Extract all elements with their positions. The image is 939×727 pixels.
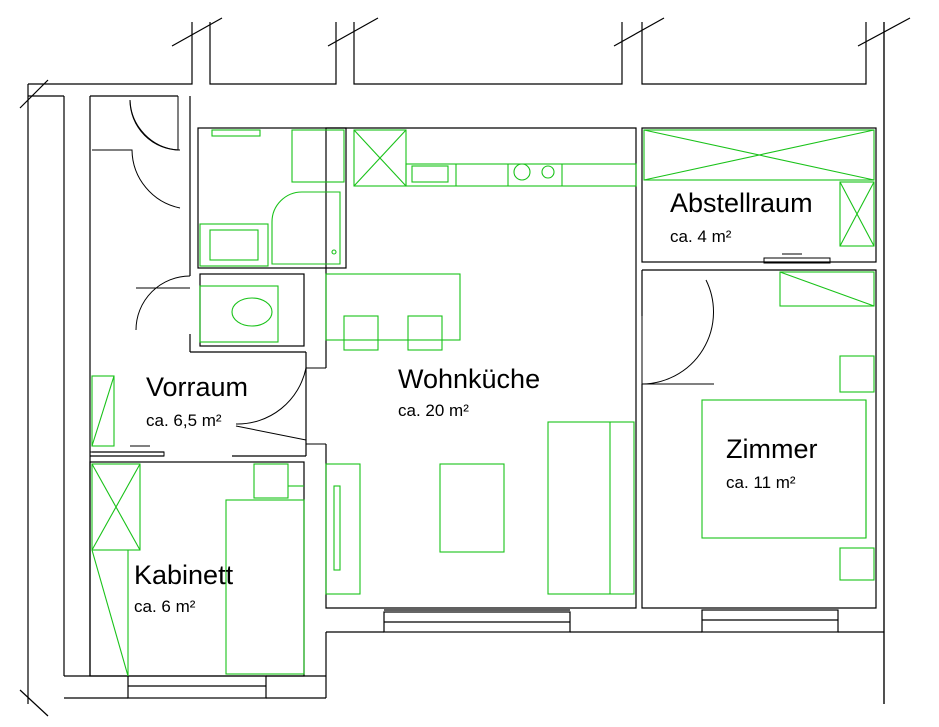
furniture: [91, 129, 875, 677]
room-name-kabinett: Kabinett: [134, 560, 234, 590]
room-area-zimmer: ca. 11 m²: [726, 473, 796, 492]
doors: [92, 96, 714, 445]
room-area-wohnkueche: ca. 20 m²: [398, 401, 469, 420]
room-name-wohnkueche: Wohnküche: [398, 364, 540, 394]
room-name-zimmer: Zimmer: [726, 434, 817, 464]
room-area-kabinett: ca. 6 m²: [134, 597, 196, 616]
sliding-markers: [89, 253, 831, 457]
room-name-vorraum: Vorraum: [146, 372, 248, 402]
room-name-abstellraum: Abstellraum: [670, 188, 813, 218]
room-area-abstellraum: ca. 4 m²: [670, 227, 732, 246]
room-area-vorraum: ca. 6,5 m²: [146, 411, 222, 430]
